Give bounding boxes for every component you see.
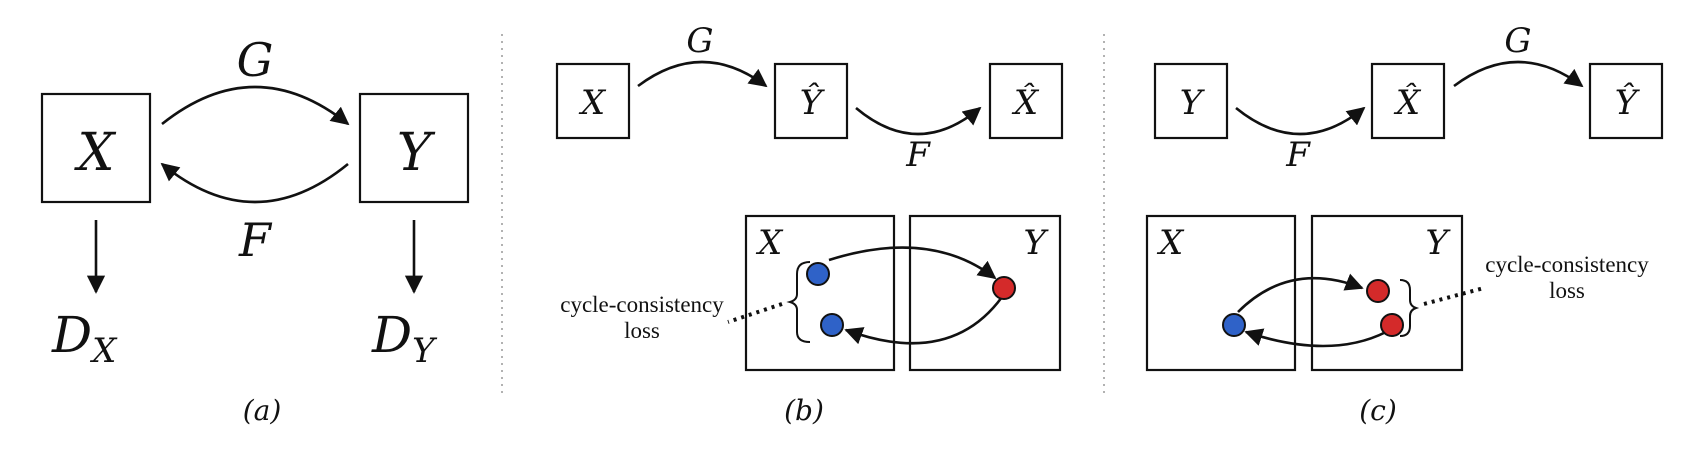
brace bbox=[786, 261, 811, 343]
brace bbox=[1399, 279, 1420, 337]
domain-x-box bbox=[744, 214, 896, 372]
label-xhat: X̂ bbox=[1011, 82, 1040, 123]
box-yhat bbox=[773, 62, 849, 140]
domain-y-box bbox=[1310, 214, 1464, 372]
label-y: Y bbox=[1180, 83, 1206, 123]
box-x bbox=[555, 62, 631, 140]
caption-a: (a) bbox=[243, 394, 282, 427]
box-xhat bbox=[1370, 62, 1446, 140]
label-yhat: Ŷ bbox=[1615, 82, 1641, 123]
caption-c: (c) bbox=[1359, 394, 1397, 427]
label-x: X bbox=[73, 123, 116, 183]
box-x bbox=[40, 92, 152, 204]
blue-point-start bbox=[806, 262, 830, 286]
box-xhat bbox=[988, 62, 1064, 140]
domain-y-box bbox=[908, 214, 1062, 372]
label-f: F bbox=[1285, 135, 1311, 175]
dy-sub: Y bbox=[412, 331, 438, 371]
arrow-back-blue bbox=[844, 296, 1004, 345]
dx-base: D bbox=[51, 306, 92, 364]
arrow-g bbox=[637, 60, 768, 88]
red-point bbox=[992, 276, 1016, 300]
arrow-to-red bbox=[1237, 273, 1364, 313]
domain-y-label: Y bbox=[1426, 223, 1452, 263]
arrow-to-red bbox=[828, 246, 997, 280]
arrow-back-blue bbox=[1244, 328, 1387, 348]
label-g: G bbox=[1504, 21, 1531, 61]
label-f: F bbox=[905, 135, 931, 175]
blue-point bbox=[1222, 313, 1246, 337]
arrow-f bbox=[855, 106, 982, 136]
arrow-g bbox=[161, 85, 350, 126]
dy-base: D bbox=[371, 306, 412, 364]
loss-label-line2: loss bbox=[1549, 278, 1585, 303]
dx-sub: X bbox=[89, 331, 118, 371]
label-y: Y bbox=[397, 123, 436, 183]
arrow-g bbox=[1453, 60, 1584, 88]
domain-x-label: X bbox=[1156, 223, 1185, 263]
label-dx: DX bbox=[51, 306, 118, 371]
red-point-reconstructed bbox=[1380, 313, 1404, 337]
loss-dotted-line bbox=[727, 302, 783, 324]
loss-label-line1: cycle-consistency bbox=[560, 292, 724, 317]
label-dy: DY bbox=[371, 306, 438, 371]
domain-y-label: Y bbox=[1024, 223, 1050, 263]
loss-label-line2: loss bbox=[624, 318, 660, 343]
arrow-f bbox=[160, 162, 349, 204]
panel-b: X Ŷ X̂ G F X Y cycle-consistency loss (b… bbox=[555, 21, 1064, 427]
label-g: G bbox=[237, 33, 274, 87]
domain-x-box bbox=[1145, 214, 1297, 372]
domain-x-label: X bbox=[755, 223, 784, 263]
loss-label-line1: cycle-consistency bbox=[1485, 252, 1649, 277]
label-f: F bbox=[238, 213, 273, 267]
label-yhat: Ŷ bbox=[800, 82, 826, 123]
box-yhat bbox=[1588, 62, 1664, 140]
label-x: X bbox=[578, 83, 607, 123]
panel-c: Y X̂ Ŷ F G X Y cycle-consistency loss (c… bbox=[1145, 21, 1664, 427]
caption-b: (b) bbox=[784, 394, 824, 427]
blue-point-reconstructed bbox=[820, 313, 844, 337]
box-y bbox=[358, 92, 470, 204]
label-g: G bbox=[686, 21, 713, 61]
arrow-f bbox=[1235, 106, 1366, 136]
label-xhat: X̂ bbox=[1393, 82, 1422, 123]
panel-a: X Y G F DX DY (a) bbox=[40, 33, 470, 427]
box-y bbox=[1153, 62, 1229, 140]
loss-dotted-line bbox=[1423, 286, 1485, 306]
red-point-start bbox=[1366, 279, 1390, 303]
